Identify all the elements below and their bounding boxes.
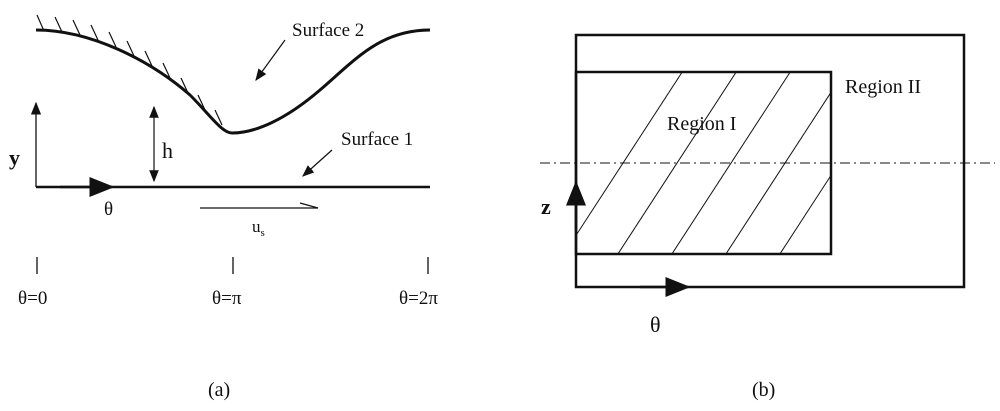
h-label: h: [162, 138, 173, 163]
caption-b: (b): [752, 379, 775, 401]
us-arrow-head: [299, 202, 319, 209]
theta-label-b: θ: [650, 312, 661, 337]
theta0-label: θ=0: [18, 288, 47, 309]
panel-a: Surface 2 Surface 1 y h θ us θ=0 θ=π θ=2…: [9, 14, 438, 401]
surface1-label: Surface 1: [341, 129, 413, 150]
panel-b: Region I Region II z θ (b): [540, 33, 995, 401]
theta-label-a: θ: [104, 199, 113, 220]
caption-a: (a): [208, 379, 230, 401]
surface2-pointer: [255, 39, 286, 81]
y-label: y: [9, 145, 20, 170]
theta2pi-label: θ=2π: [399, 288, 438, 309]
region2-label: Region II: [845, 76, 921, 98]
z-label: z: [541, 194, 551, 219]
surface2-hatching: [36, 14, 223, 126]
surface2-label: Surface 2: [292, 20, 364, 41]
surface2-curve: [35, 28, 431, 135]
region1-label: Region I: [667, 113, 736, 135]
surface1-pointer: [302, 149, 333, 177]
region1-hatching: [576, 72, 831, 254]
thetapi-label: θ=π: [212, 288, 242, 309]
us-label: us: [252, 217, 265, 239]
